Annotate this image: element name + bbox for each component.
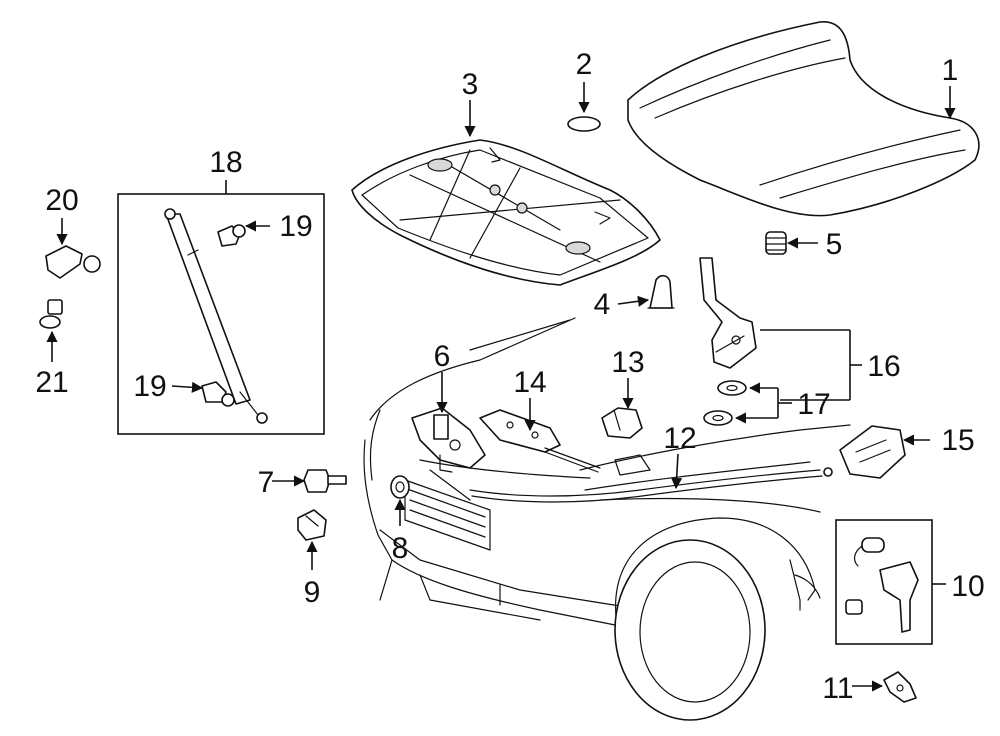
callout-21: 21 bbox=[35, 366, 68, 399]
callout-14: 14 bbox=[513, 366, 546, 399]
part-6-lock bbox=[411, 407, 486, 473]
part-13-holder bbox=[601, 407, 643, 439]
part-10-release bbox=[835, 519, 933, 645]
callout-8: 8 bbox=[392, 532, 409, 565]
callout-2: 2 bbox=[576, 48, 593, 81]
leader-lines bbox=[46, 82, 956, 692]
part-20-holder bbox=[45, 245, 101, 279]
callout-10: 10 bbox=[951, 570, 984, 603]
part-1-hood bbox=[627, 21, 980, 217]
part-21-bolt bbox=[39, 299, 63, 329]
part-4-clip bbox=[647, 274, 675, 309]
part-7-bolt bbox=[303, 469, 347, 493]
callout-20: 20 bbox=[45, 184, 78, 217]
part-5-cushion bbox=[765, 231, 787, 255]
callout-labels: 1 2 3 4 5 6 7 8 9 10 11 12 13 14 15 16 1… bbox=[35, 48, 984, 705]
callout-15: 15 bbox=[941, 424, 974, 457]
part-2-plug bbox=[567, 116, 601, 132]
callout-13: 13 bbox=[611, 346, 644, 379]
callout-19-top: 19 bbox=[279, 210, 312, 243]
callout-12: 12 bbox=[663, 422, 696, 455]
part-14-support bbox=[479, 409, 601, 473]
part-17-spacers bbox=[703, 380, 747, 426]
vehicle-front bbox=[363, 317, 851, 721]
part-15-lock-assy bbox=[839, 425, 906, 479]
callout-9: 9 bbox=[304, 576, 321, 609]
part-3-insulator bbox=[351, 139, 661, 286]
callout-7: 7 bbox=[258, 466, 275, 499]
callout-1: 1 bbox=[942, 54, 959, 87]
part-8-cushion bbox=[390, 475, 410, 499]
callout-11: 11 bbox=[822, 672, 853, 705]
callout-3: 3 bbox=[462, 68, 479, 101]
part-16-hinge bbox=[699, 257, 757, 369]
callout-17: 17 bbox=[797, 388, 830, 421]
callout-6: 6 bbox=[434, 340, 451, 373]
callout-16: 16 bbox=[867, 350, 900, 383]
part-18-strut-group bbox=[117, 180, 325, 435]
callout-5: 5 bbox=[826, 228, 843, 261]
callout-18: 18 bbox=[209, 146, 242, 179]
part-9-bumper bbox=[297, 509, 327, 541]
part-11-bracket bbox=[883, 671, 917, 703]
callout-4: 4 bbox=[594, 288, 611, 321]
callout-19-bottom: 19 bbox=[133, 370, 166, 403]
